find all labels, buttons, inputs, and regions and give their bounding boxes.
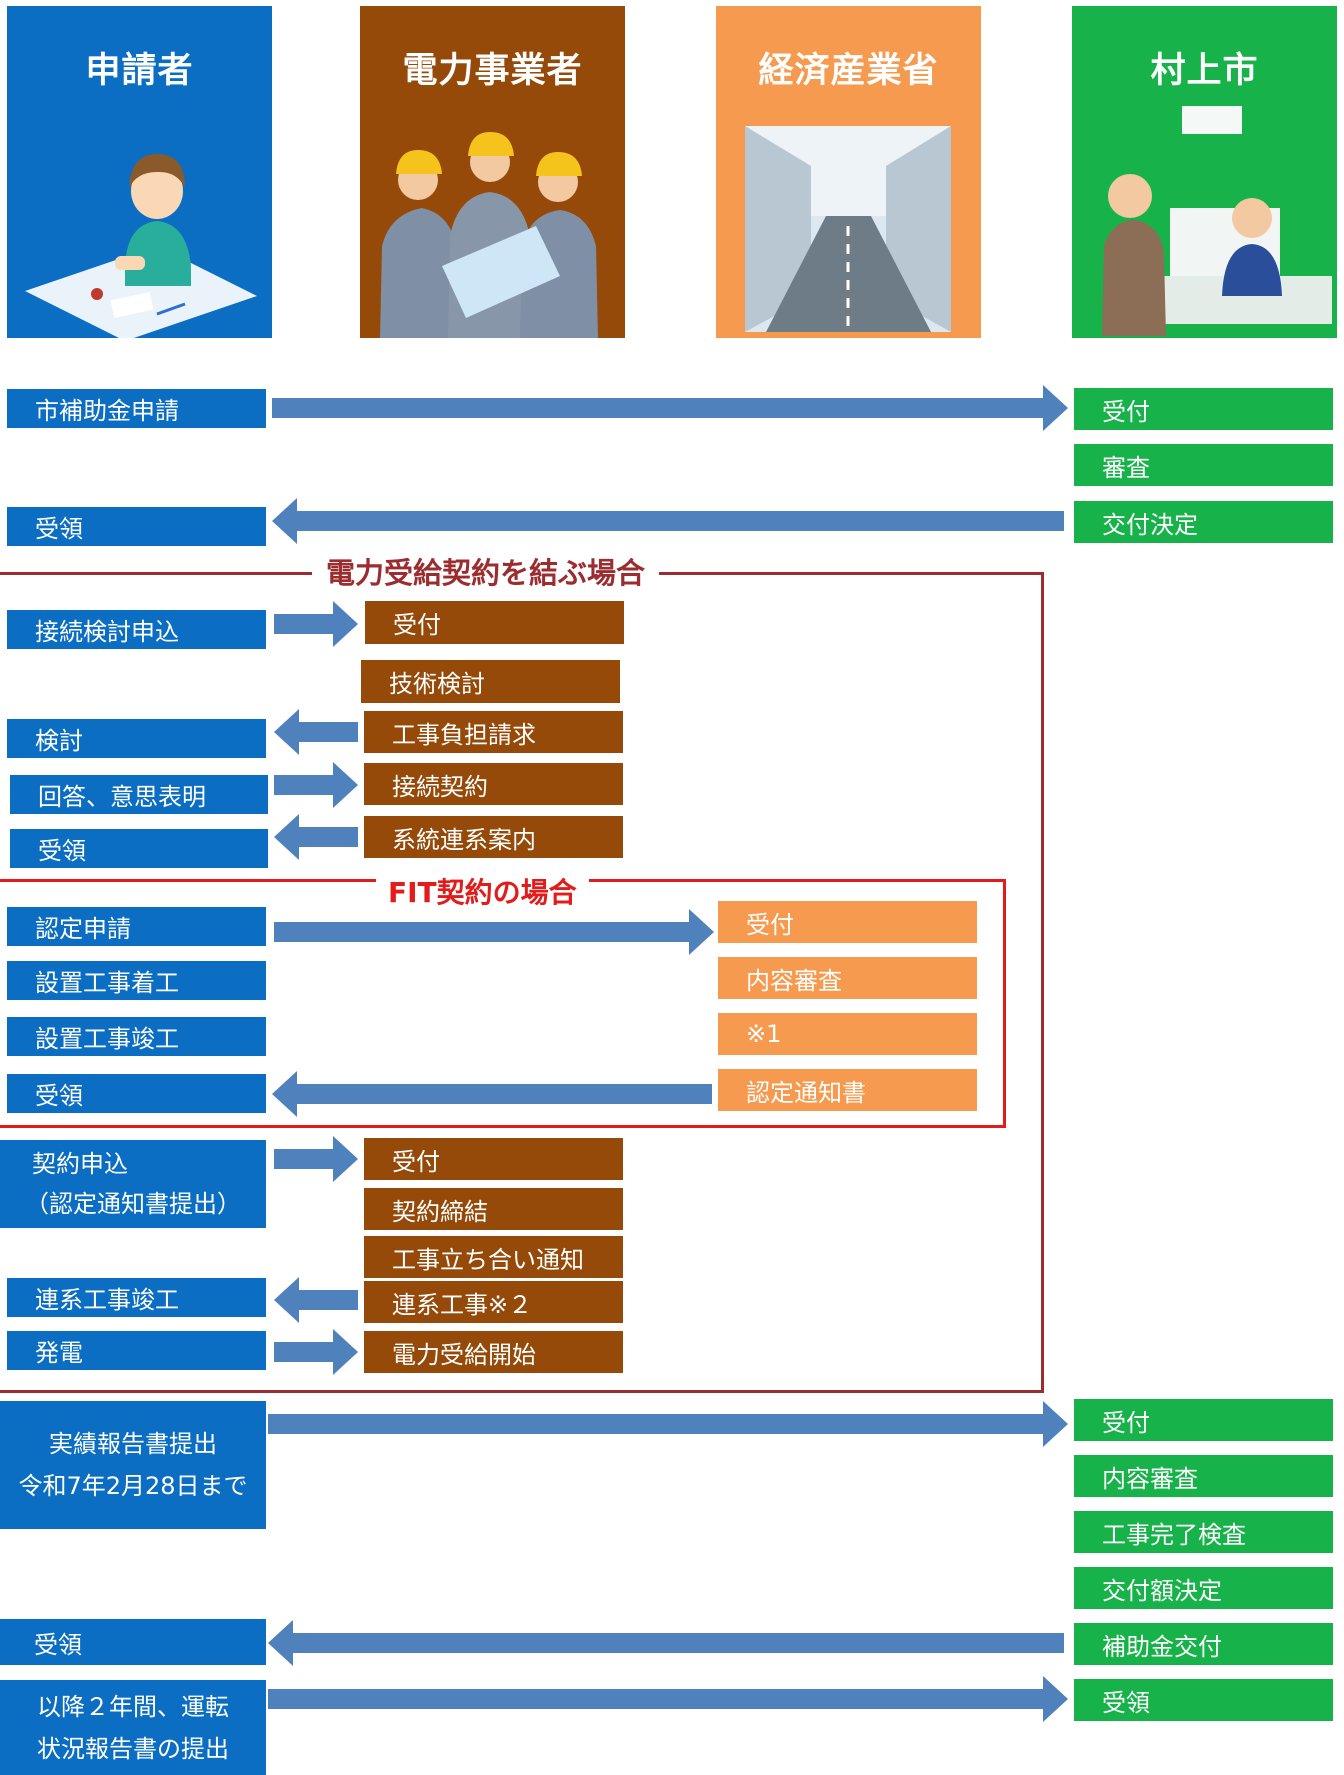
subsidy-application-step: 市補助金申請 [7, 389, 266, 428]
city-title: 村上市 [1150, 51, 1259, 91]
construction-start-step: 設置工事着工 [7, 961, 266, 1000]
contract-application-note: （認定通知書提出） [25, 1190, 241, 1218]
report-step: 実績報告書提出 令和7年2月28日まで [0, 1401, 266, 1529]
city-step-1: 受付 [1074, 388, 1333, 430]
city-step-3: 交付決定 [1074, 501, 1333, 543]
review-step: 検討 [7, 719, 266, 758]
power-contract-title: 電力受給契約を結ぶ場合 [312, 550, 660, 592]
utility-contract-step-5: 電力受給開始 [364, 1331, 623, 1373]
city-street-illustration [745, 126, 951, 332]
arrow-left [274, 1277, 358, 1323]
applicant-title: 申請者 [85, 51, 194, 91]
arrow-right [274, 1136, 358, 1182]
arrow-right [268, 1401, 1068, 1447]
operation-report-line2: 状況報告書の提出 [37, 1734, 229, 1763]
city-final-step-6: 受領 [1074, 1679, 1333, 1721]
city-final-step-1: 受付 [1074, 1399, 1333, 1441]
meti-step-1: 受付 [718, 901, 977, 943]
utility-title: 電力事業者 [402, 51, 583, 91]
arrow-right [274, 1329, 358, 1375]
utility-contract-step-3: 工事立ち合い通知 [364, 1236, 623, 1278]
city-final-step-5: 補助金交付 [1074, 1623, 1333, 1665]
utility-contract-step-4: 連系工事※２ [364, 1281, 623, 1323]
utility-step-5: 系統連系案内 [364, 816, 623, 858]
arrow-left [272, 498, 1064, 544]
city-step-2: 審査 [1074, 444, 1333, 486]
generation-step: 発電 [7, 1331, 266, 1370]
arrow-left [274, 814, 358, 860]
certification-step: 認定申請 [7, 907, 266, 946]
utility-header: 電力事業者 [360, 6, 625, 338]
report-label: 実績報告書提出 [49, 1430, 217, 1458]
arrow-right [272, 385, 1068, 431]
fit-contract-title: FIT契約の場合 [376, 871, 589, 911]
arrow-left [272, 1071, 712, 1117]
operation-report-line1: 以降２年間、運転 [37, 1692, 229, 1721]
utility-step-2: 技術検討 [361, 660, 620, 703]
arrow-right [268, 1676, 1068, 1722]
utility-step-1: 受付 [365, 601, 624, 644]
contract-application-label: 契約申込 [32, 1150, 128, 1178]
report-deadline: 令和7年2月28日まで [18, 1472, 248, 1500]
applicant-header: 申請者 [7, 6, 272, 338]
applicant-illustration [25, 154, 257, 338]
meti-step-4: 認定通知書 [718, 1069, 977, 1111]
meti-step-2: 内容審査 [718, 957, 977, 999]
receipt-step-2: 受領 [10, 829, 268, 868]
utility-step-4: 接続契約 [364, 763, 623, 805]
utility-contract-step-1: 受付 [364, 1138, 623, 1180]
arrow-right [274, 762, 358, 808]
grid-work-done-step: 連系工事竣工 [7, 1278, 266, 1317]
construction-done-step: 設置工事竣工 [7, 1017, 266, 1056]
utility-step-3: 工事負担請求 [364, 711, 623, 753]
city-final-step-4: 交付額決定 [1074, 1567, 1333, 1609]
city-final-step-2: 内容審査 [1074, 1455, 1333, 1497]
receipt-step-1: 受領 [7, 507, 266, 546]
workers-illustration [380, 132, 598, 338]
contract-application-step: 契約申込 （認定通知書提出） [0, 1140, 266, 1228]
connection-study-step: 接続検討申込 [7, 610, 266, 649]
meti-step-3: ※1 [718, 1013, 977, 1055]
receipt-step-3: 受領 [7, 1074, 266, 1113]
reply-step: 回答、意思表明 [10, 775, 268, 814]
receipt-step-4: 受領 [0, 1619, 266, 1665]
counter-illustration [1102, 106, 1332, 336]
meti-header: 経済産業省 [716, 6, 981, 338]
utility-contract-step-2: 契約締結 [364, 1188, 623, 1230]
arrow-left [274, 709, 358, 755]
arrow-left [268, 1620, 1064, 1666]
meti-title: 経済産業省 [758, 51, 939, 91]
arrow-right [274, 909, 714, 955]
city-header: 村上市 [1072, 6, 1337, 338]
arrow-right [274, 601, 358, 647]
operation-report-step: 以降２年間、運転 状況報告書の提出 [0, 1680, 266, 1775]
city-final-step-3: 工事完了検査 [1074, 1511, 1333, 1553]
